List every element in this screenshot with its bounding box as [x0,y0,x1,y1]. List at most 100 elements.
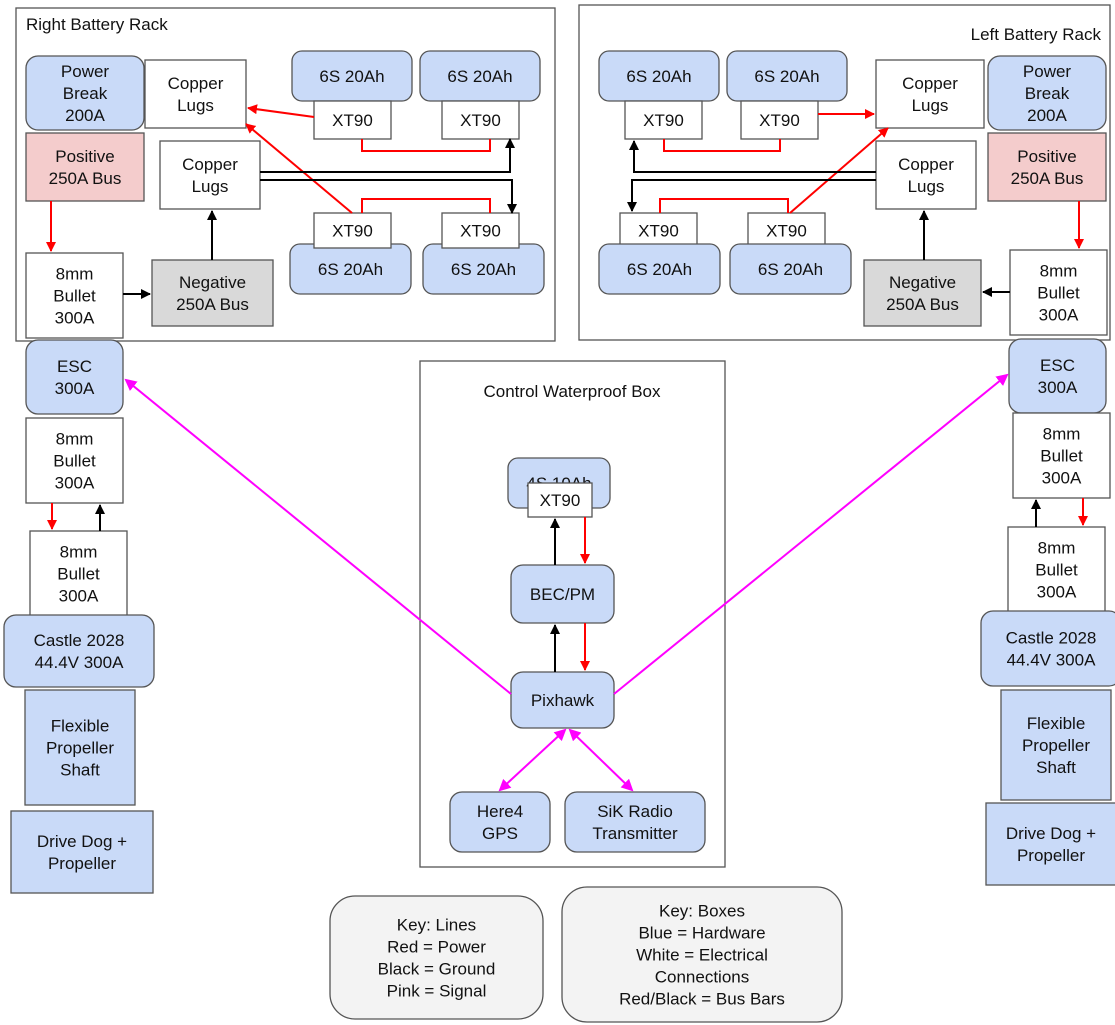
esc-left-label: 300A [55,379,95,398]
key-lines-label: Red = Power [387,938,486,957]
battery-right-4: 6S 20Ah [422,243,545,295]
positive-bus-left: Positive 250A Bus [987,132,1107,202]
key-boxes-shape [561,886,843,1023]
drive-left-label: Drive Dog + [37,832,127,851]
negative-bus-left-label: Negative [889,273,956,292]
drive-right: Drive Dog +Propeller [985,802,1115,886]
xt90-left-2-label: XT90 [759,111,800,130]
copper-lugs-left-bottom-label: Copper [898,155,954,174]
xt90-right-4: XT90 [441,212,520,249]
key-lines-label: Pink = Signal [387,982,487,1001]
wire-lugs-to-xt90-l1 [629,140,876,173]
xt90-left-1-label: XT90 [643,111,684,130]
wire-xt90-r3r4-series [361,198,491,213]
battery-left-2-label: 6S 20Ah [754,67,819,86]
wire-xt90-l4-to-lugs [789,127,889,214]
battery-right-2-label: 6S 20Ah [447,67,512,86]
battery-left-3-shape [598,243,721,295]
power-break-right-label: Break [63,84,108,103]
pixhawk-shape [510,671,615,729]
esc-right-label: ESC [1040,356,1075,375]
battery-left-4: 6S 20Ah [729,243,852,295]
wire-xt90-l1l2-series [663,139,781,152]
xt90-control: XT90 [527,482,593,518]
battery-right-3: 6S 20Ah [289,243,412,295]
xt90-left-4-label: XT90 [766,222,807,241]
positive-bus-left-label: 250A Bus [1011,169,1084,188]
xt90-right-3: XT90 [313,212,392,249]
xt90-left-3-label: XT90 [638,222,679,241]
xt90-right-2: XT90 [441,100,520,140]
bullet-right-rack-label: 300A [55,309,95,328]
xt90-right-3-label: XT90 [332,222,373,241]
xt90-right-3-shape [313,212,392,249]
copper-lugs-right-top-shape [144,59,247,129]
key-lines-label: Black = Ground [378,960,496,979]
bullet-left-rack-label: 8mm [1040,262,1078,281]
sik-radio-shape [564,791,706,853]
negative-bus-left-shape [863,259,982,327]
shaft-right-label: Flexible [1027,714,1086,733]
battery-right-3-label: 6S 20Ah [318,260,383,279]
esc-left-shape [25,339,124,415]
bullet-right-rack-shape [25,252,124,339]
right-rack-title: Right Battery Rack [26,15,168,34]
key-boxes-label: Key: Boxes [659,902,745,921]
xt90-left-4: XT90 [747,212,826,249]
bec-pm-shape [510,564,615,624]
bullet-left-1-label: 8mm [56,430,94,449]
wire-xt90-l3l4-series [659,198,789,213]
positive-bus-left-label: Positive [1017,147,1077,166]
xt90-left-2-shape [740,100,819,140]
copper-lugs-right-bottom-label: Lugs [192,177,229,196]
wire-lugs-to-xt90-l3 [627,179,876,212]
motor-left-label: 44.4V 300A [35,653,125,672]
battery-right-1-label: 6S 20Ah [319,67,384,86]
bec-pm-label: BEC/PM [530,585,595,604]
esc-right-shape [1008,338,1107,414]
drive-right-label: Drive Dog + [1006,824,1096,843]
battery-left-4-shape [729,243,852,295]
signal-pixhawk-radio [568,728,634,792]
shaft-left-label: Propeller [46,739,114,758]
bullet-right-2-label: Bullet [1035,561,1078,580]
power-break-right-label: Power [61,62,110,81]
xt90-left-2: XT90 [740,100,819,140]
bullet-left-2-label: 300A [59,587,99,606]
battery-left-3: 6S 20Ah [598,243,721,295]
drive-left-shape [10,810,154,894]
motor-right-label: Castle 2028 [1006,629,1097,648]
positive-bus-right-shape [25,132,145,202]
xt90-left-4-shape [747,212,826,249]
bullet-right-1-label: 300A [1042,469,1082,488]
motor-right-shape [980,610,1115,687]
negative-bus-left-label: 250A Bus [886,295,959,314]
motor-left-label: Castle 2028 [34,631,125,650]
negative-bus-right-label: Negative [179,273,246,292]
xt90-left-3-shape [619,212,698,249]
bullet-right-rack-label: Bullet [53,287,96,306]
xt90-left-1-shape [624,100,703,140]
xt90-right-1-shape [313,100,392,140]
shaft-left-label: Flexible [51,717,110,736]
bullet-right-1-shape [1012,412,1111,499]
here4-gps-label: Here4 [477,802,523,821]
key-boxes-label: White = Electrical [636,946,768,965]
power-break-right-shape [25,55,145,131]
bullet-left-2-label: 8mm [60,543,98,562]
drive-left-label: Propeller [48,854,116,873]
bullet-right-2-label: 300A [1037,583,1077,602]
copper-lugs-left-bottom-label: Lugs [908,177,945,196]
